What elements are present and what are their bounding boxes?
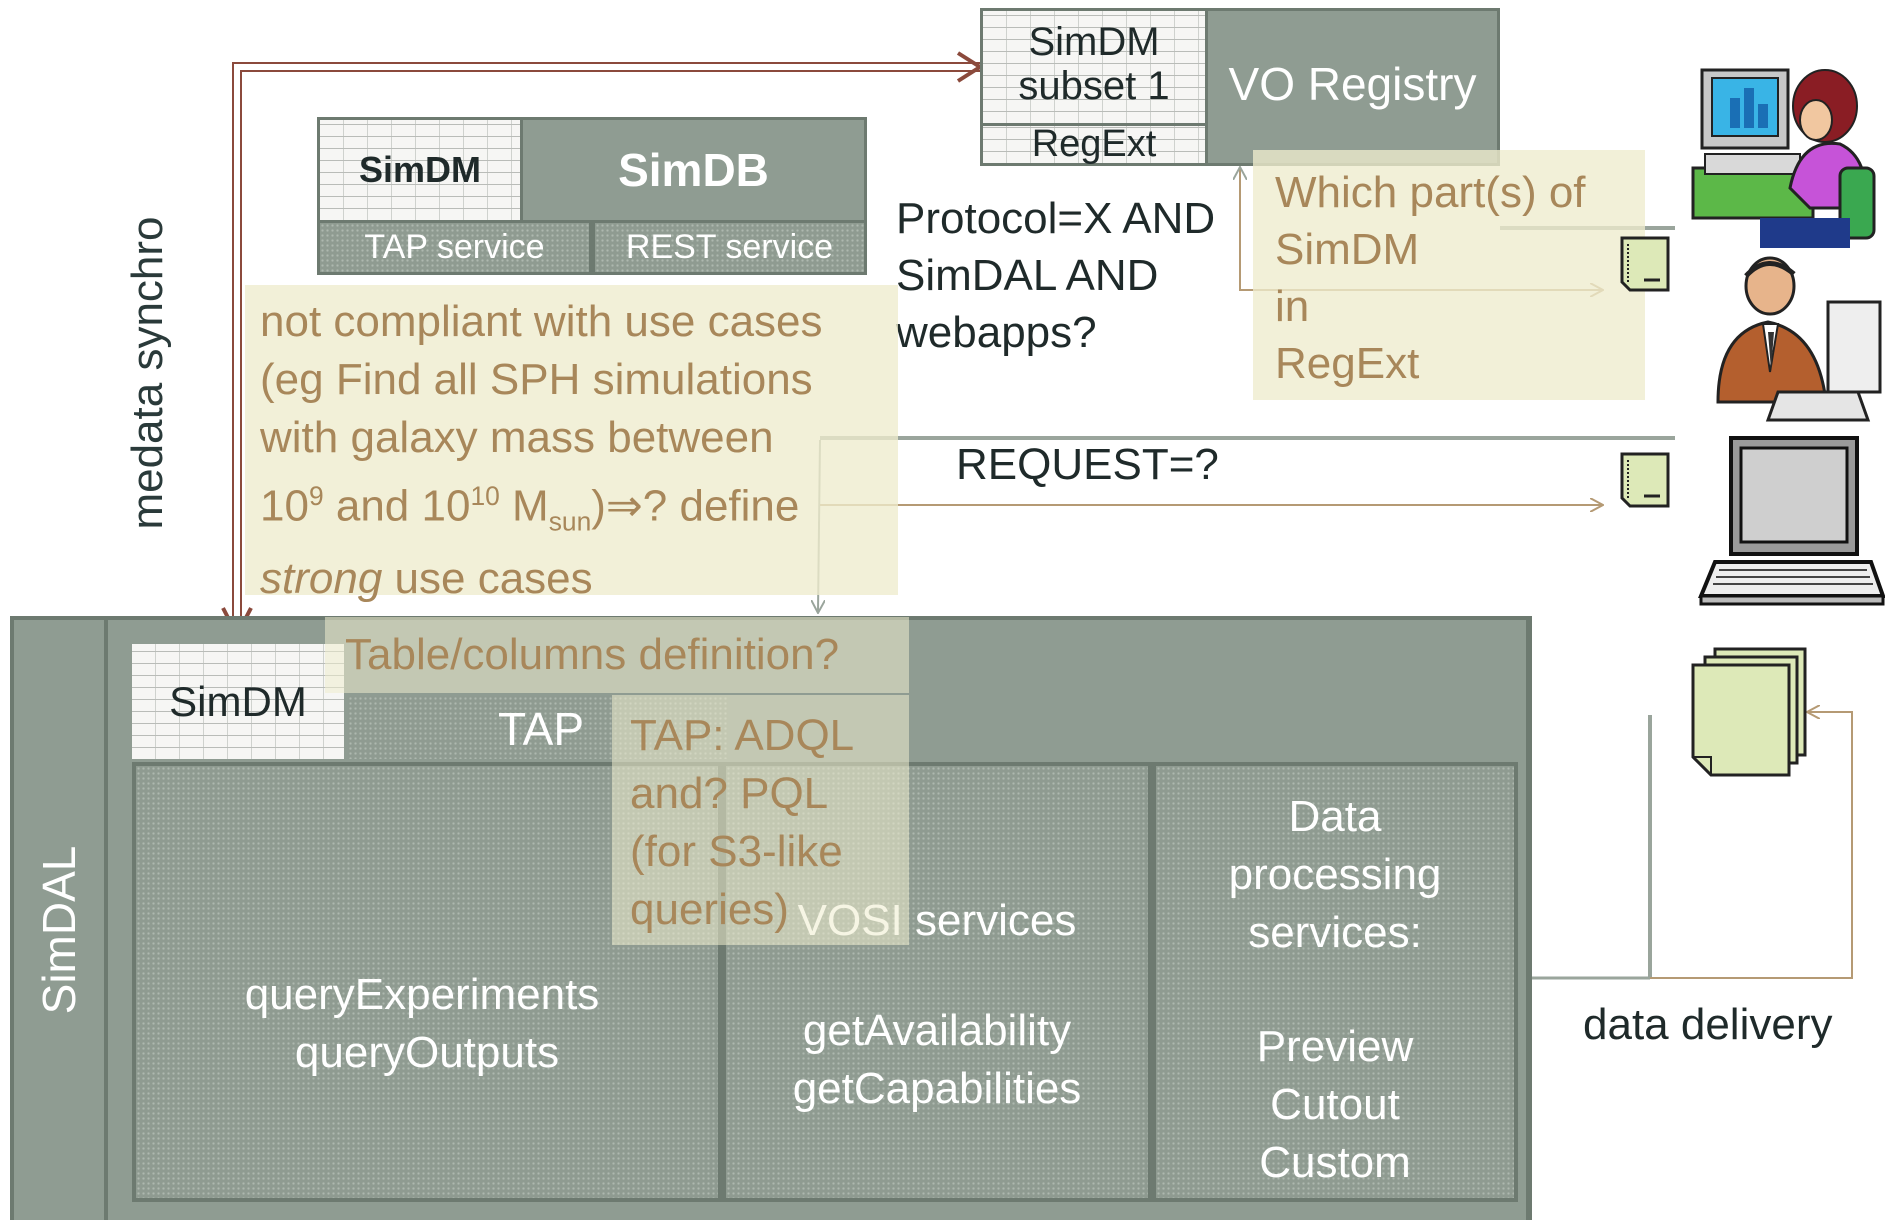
simdal-tap-label: TAP: [498, 703, 585, 755]
query-service-box[interactable]: queryExperiments queryOutputs: [132, 762, 722, 1202]
laptop-icon: [1698, 436, 1885, 606]
simdb-title: SimDB: [618, 144, 769, 196]
query-outputs: queryOutputs: [294, 1028, 560, 1077]
registry-regext-box: RegExt: [983, 123, 1205, 165]
simdb-tap-service[interactable]: TAP service: [320, 223, 589, 272]
preview-service: Preview: [1256, 1022, 1414, 1071]
document-stack-icon: [1691, 647, 1807, 777]
get-availability: getAvailability: [802, 1006, 1072, 1055]
custom-service: Custom: [1259, 1138, 1411, 1187]
cutout-service: Cutout: [1270, 1080, 1400, 1129]
simdal-side-label: SimDAL: [33, 845, 85, 1015]
man-at-computer-icon: [1716, 256, 1882, 422]
usecase-mass-range: 109 and 1010 Msun)⇒? define: [260, 481, 800, 537]
simdal-model-label: SimDM: [169, 677, 307, 725]
table-columns-note: Table/columns definition?: [325, 617, 909, 693]
registry-title: VO Registry: [1228, 58, 1477, 110]
data-delivery-label: data delivery: [1583, 1000, 1833, 1049]
simdb-model-box: SimDM: [320, 120, 520, 220]
tap-language-note: TAP: ADQL and? PQL (for S3-like queries): [612, 695, 909, 945]
simdb-block: SimDM SimDB TAP service REST service: [317, 117, 867, 275]
simdb-rest-service[interactable]: REST service: [595, 223, 864, 272]
registry-title-box: VO Registry: [1208, 11, 1497, 163]
data-processing-box[interactable]: Data processing services: Preview Cutout…: [1152, 762, 1518, 1202]
woman-at-computer-icon: [1691, 68, 1876, 248]
simdal-side-panel: SimDAL: [14, 620, 104, 1220]
registry-model-box: SimDM subset 1: [983, 11, 1205, 123]
registry-block: SimDM subset 1 RegExt VO Registry: [980, 8, 1500, 166]
registry-model-line1: SimDM: [1028, 20, 1160, 64]
simdal-model-box: SimDM: [132, 644, 344, 759]
simdb-model-label: SimDM: [358, 149, 481, 190]
request-label: REQUEST=?: [956, 440, 1219, 489]
registry-model-line2: subset 1: [1018, 64, 1170, 108]
get-capabilities: getCapabilities: [792, 1064, 1082, 1113]
query-experiments: queryExperiments: [244, 970, 600, 1019]
protocol-question: Protocol=X AND SimDAL AND webapps?: [896, 194, 1216, 357]
document-icon: [1620, 236, 1670, 292]
document-icon: [1620, 452, 1670, 508]
regext-note: Which part(s) of SimDM in RegExt: [1253, 150, 1645, 400]
usecase-note: not compliant with use cases (eg Find al…: [245, 285, 898, 603]
simdb-title-box: SimDB: [523, 120, 864, 220]
registry-regext-label: RegExt: [1031, 123, 1157, 165]
